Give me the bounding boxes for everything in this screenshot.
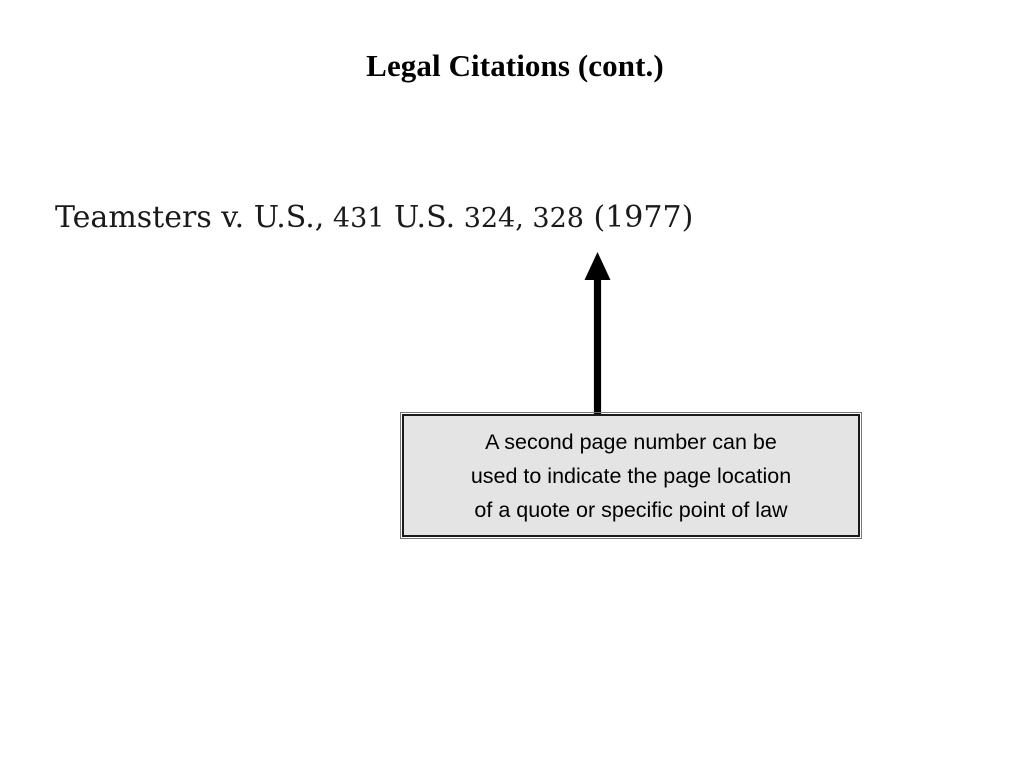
citation-pinpoint-page: 328 [532, 203, 584, 234]
callout-box: A second page number can be used to indi… [400, 412, 862, 539]
citation-volume: 431 [332, 203, 385, 234]
callout-line-3: of a quote or specific point of law [474, 497, 788, 522]
citation-case-name: Teamsters v. U.S., [55, 200, 325, 235]
page-title: Legal Citations (cont.) [366, 48, 664, 83]
legal-citation: Teamsters v. U.S., 431 U.S. 324, 328 (19… [55, 198, 693, 239]
citation-year: (1977) [593, 200, 694, 235]
callout-line-1: A second page number can be [485, 429, 777, 454]
arrow-up-icon [575, 248, 621, 423]
callout-text: A second page number can be used to indi… [461, 425, 801, 527]
callout-line-2: used to indicate the page location [470, 463, 792, 488]
citation-reporter: U.S. [394, 200, 456, 235]
citation-first-page: 324, [463, 203, 524, 234]
